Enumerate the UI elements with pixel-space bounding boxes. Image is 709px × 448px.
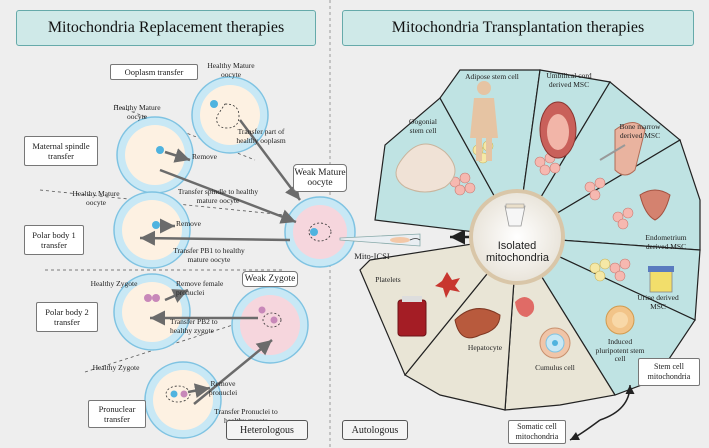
urine-cup-illustration	[648, 266, 674, 293]
pronuclear-transfer-box: Pronuclear transfer	[88, 400, 146, 428]
label-adipose: Adipose stem cell	[465, 72, 519, 81]
label-platelets: Platelets	[375, 275, 401, 284]
right-panel-title: Mitochondria Transplantation therapies	[342, 10, 694, 46]
left-panel-title: Mitochondria Replacement therapies	[16, 10, 316, 46]
curved-arrow-stem	[599, 384, 635, 421]
oocyte-spindle-donor	[116, 116, 194, 194]
weak-mature-oocyte	[284, 196, 356, 268]
step-transfer-pb2: Transfer PB2 to healthy zygote	[170, 317, 218, 335]
isolated-mitochondria-label: Isolated mitochondria	[486, 240, 549, 264]
heterologous-footer: Heterologous	[226, 420, 308, 440]
mito-icsi-label: Mito-ICSI	[354, 251, 390, 261]
label-ipsc: Induced pluripotent stem cell	[595, 337, 645, 363]
weak-mature-oocyte-label: Weak Mature oocyte	[293, 164, 347, 192]
label-hepatocyte: Hepatocyte	[467, 343, 503, 352]
umbilical-illustration	[539, 101, 577, 159]
ipsc-illustration	[605, 305, 635, 335]
somatic-cell-mito-box: Somatic cell mitochondria	[508, 420, 566, 444]
stem-cell-mito-box: Stem cell mitochondria	[638, 358, 700, 386]
step-transfer-ooplasm: Transfer part of healthy ooplasm	[236, 127, 286, 145]
maternal-spindle-transfer-box: Maternal spindle transfer	[24, 136, 98, 166]
step-remove-2: Remove	[176, 219, 201, 228]
step-remove-1: Remove	[192, 152, 217, 161]
label-cumulus: Cumulus cell	[535, 363, 575, 372]
zygote-pronuclear-donor	[144, 361, 222, 439]
curved-arrow-somatic	[569, 419, 601, 441]
process-arrows	[139, 119, 301, 405]
label-healthy-zygote-2: Healthy Zygote	[92, 363, 140, 372]
polar-body-2-transfer-box: Polar body 2 transfer	[36, 302, 98, 332]
bone-marrow-illustration	[599, 122, 646, 176]
ooplasm-transfer-box: Ooplasm transfer	[110, 64, 198, 80]
cumulus-illustration	[539, 327, 571, 359]
autologous-footer: Autologous	[342, 420, 408, 440]
platelets-illustration	[397, 272, 535, 337]
label-bone-marrow: Bone marrow derived MSC	[619, 122, 661, 140]
yellow-cluster	[472, 140, 611, 282]
step-transfer-spindle: Transfer spindle to healthy mature oocyt…	[177, 187, 259, 205]
oocyte-pb1-donor	[113, 191, 191, 269]
hepatocyte-illustration	[454, 308, 501, 339]
weak-zygote-label: Weak Zygote	[242, 271, 298, 287]
step-transfer-pb1: Transfer PB1 to healthy mature oocyte	[173, 246, 245, 264]
label-healthy-oocyte-2: Healthy Mature oocyte	[113, 103, 161, 121]
label-healthy-oocyte-3: Healthy Mature oocyte	[72, 189, 120, 207]
weak-zygote	[231, 286, 309, 364]
label-healthy-oocyte-1: Healthy Mature oocyte	[207, 61, 255, 79]
label-oogonial: Oogonial stem cell	[409, 117, 437, 135]
adipose-body-illustration	[470, 81, 498, 161]
step-remove-female-pronuclei: Remove female pronuclei	[176, 279, 224, 297]
oocyte-ooplasm-donor	[191, 76, 269, 154]
step-remove-pronuclei: Remove pronuclei	[208, 379, 238, 397]
label-urine: Urine derived MSC	[637, 293, 679, 311]
mito-icsi-needle	[339, 233, 421, 247]
oogonial-cell-illustration	[395, 143, 456, 193]
label-endometrium: Endometrium derived MSC	[645, 233, 687, 251]
cell-cluster-decorations	[449, 152, 634, 282]
label-umbilical: Umbilical cord derived MSC	[546, 71, 592, 89]
polar-body-1-transfer-box: Polar body 1 transfer	[24, 225, 84, 255]
endometrium-illustration	[639, 189, 671, 221]
label-healthy-zygote-1: Healthy Zygote	[90, 279, 138, 288]
